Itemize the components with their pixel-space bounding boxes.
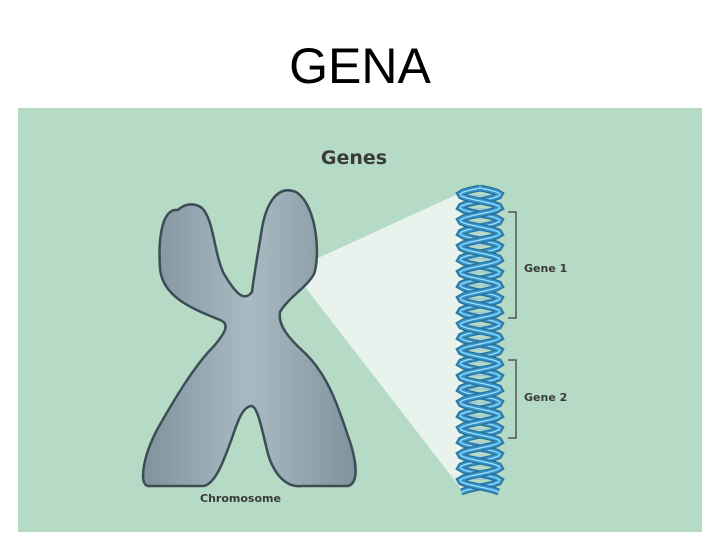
gene-1-bracket (508, 211, 517, 319)
chromosome-label: Chromosome (200, 492, 281, 505)
gene-2-bracket (508, 359, 517, 439)
gene-1-label: Gene 1 (524, 262, 567, 275)
slide-title: GENA (289, 38, 431, 94)
zoom-cone (292, 192, 462, 490)
gene-diagram-svg: Genes (18, 108, 702, 532)
gene-diagram: Genes (18, 108, 702, 532)
gene-2-label: Gene 2 (524, 391, 567, 404)
diagram-title: Genes (321, 147, 387, 169)
dna-helix (455, 184, 505, 496)
